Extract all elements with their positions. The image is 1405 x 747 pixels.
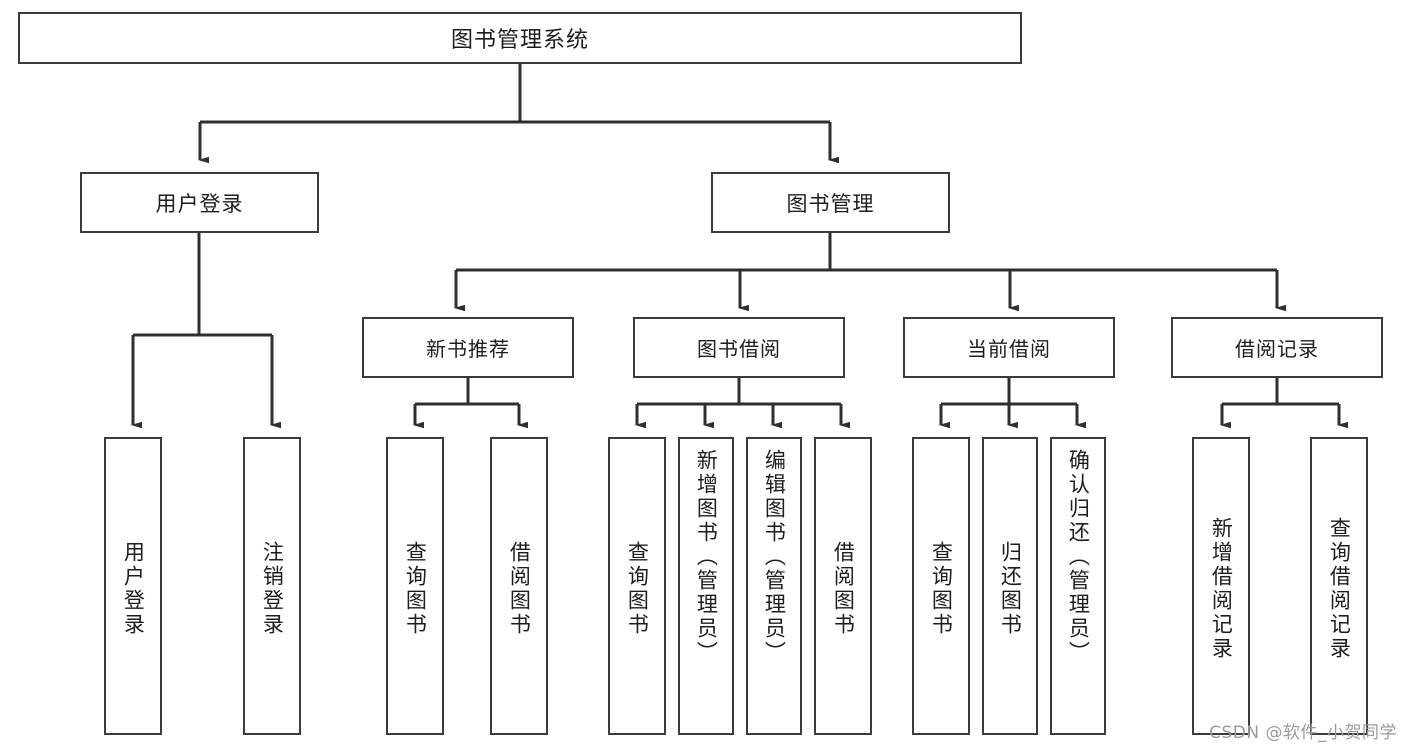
node-label: 归还图书 (998, 541, 1023, 637)
node-leaf-borrow-book[interactable]: 借阅图书 (814, 437, 872, 735)
node-label: 编辑图书（管理员） (762, 449, 787, 665)
node-label: 借阅图书 (831, 541, 856, 637)
node-leaf-edit-book-admin[interactable]: 编辑图书（管理员） (746, 437, 802, 735)
node-label: 新书推荐 (426, 337, 510, 361)
node-label: 新增借阅记录 (1209, 517, 1234, 661)
node-root-book-management-system[interactable]: 图书管理系统 (18, 12, 1022, 64)
node-label: 注销登录 (260, 541, 285, 637)
node-leaf-user-login[interactable]: 用户登录 (104, 437, 162, 735)
node-user-login[interactable]: 用户登录 (80, 172, 319, 233)
node-label: 查询图书 (403, 541, 428, 637)
node-leaf-add-borrow-record[interactable]: 新增借阅记录 (1192, 437, 1250, 735)
node-leaf-confirm-return-admin[interactable]: 确认归还（管理员） (1050, 437, 1106, 735)
node-label: 当前借阅 (967, 337, 1051, 361)
node-leaf-query-book-borrow[interactable]: 查询图书 (608, 437, 666, 735)
node-label: 图书借阅 (697, 337, 781, 361)
node-label: 查询图书 (625, 541, 650, 637)
node-borrow-record[interactable]: 借阅记录 (1171, 317, 1383, 378)
node-leaf-query-borrow-record[interactable]: 查询借阅记录 (1310, 437, 1368, 735)
node-label: 借阅图书 (507, 541, 532, 637)
node-label: 用户登录 (155, 191, 244, 216)
node-leaf-query-book-current[interactable]: 查询图书 (912, 437, 970, 735)
node-leaf-add-book-admin[interactable]: 新增图书（管理员） (678, 437, 734, 735)
node-leaf-user-logout[interactable]: 注销登录 (243, 437, 301, 735)
node-book-management[interactable]: 图书管理 (711, 172, 950, 233)
csdn-watermark: CSDN @软件_小贺同学 (1209, 723, 1397, 743)
node-label: 图书管理系统 (450, 28, 589, 53)
node-book-borrow[interactable]: 图书借阅 (633, 317, 845, 378)
node-leaf-borrow-book-recommend[interactable]: 借阅图书 (490, 437, 548, 735)
node-label: 用户登录 (121, 541, 146, 637)
node-label: 新增图书（管理员） (694, 449, 719, 665)
node-current-borrow[interactable]: 当前借阅 (903, 317, 1115, 378)
node-label: 借阅记录 (1235, 337, 1319, 361)
node-label: 图书管理 (786, 191, 875, 216)
node-leaf-query-book-recommend[interactable]: 查询图书 (386, 437, 444, 735)
node-leaf-return-book[interactable]: 归还图书 (982, 437, 1038, 735)
node-label: 查询借阅记录 (1327, 517, 1352, 661)
node-new-book-recommend[interactable]: 新书推荐 (362, 317, 574, 378)
node-label: 确认归还（管理员） (1066, 449, 1091, 665)
node-label: 查询图书 (929, 541, 954, 637)
